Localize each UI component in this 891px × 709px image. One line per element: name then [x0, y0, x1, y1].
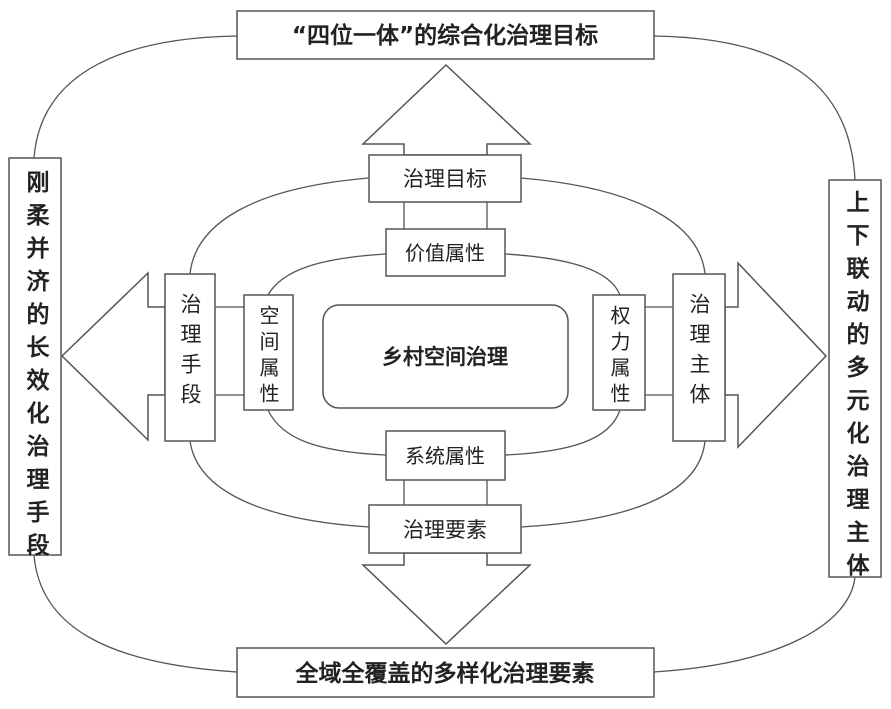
- text-center: 乡村空间治理: [382, 345, 508, 369]
- text-right-subjects: 上下联动的多元化治理主体: [842, 190, 870, 586]
- connector-lines: [215, 202, 673, 505]
- text-top-goal: “四位一体”的综合化治理目标: [292, 22, 598, 49]
- box-spatial-attribute: [243, 294, 294, 411]
- text-system-attribute: 系统属性: [405, 444, 485, 468]
- middle-ring: [189, 177, 706, 528]
- text-value-attribute: 价值属性: [405, 241, 485, 265]
- box-governance-subjects: [672, 273, 726, 442]
- box-governance-goal: [368, 154, 522, 203]
- text-bottom-elements: 全域全覆盖的多样化治理要素: [295, 660, 595, 687]
- outer-ring: [33, 35, 856, 673]
- text-governance-subjects: 治理主体: [687, 293, 711, 413]
- box-governance-elements: [368, 504, 522, 554]
- box-center: [322, 304, 569, 409]
- box-system-attribute: [385, 430, 506, 481]
- inner-ring: [267, 253, 621, 456]
- box-right-subjects: [828, 179, 882, 578]
- text-governance-elements: 治理要素: [403, 518, 487, 542]
- arrow-up: [361, 63, 532, 156]
- text-governance-goal: 治理目标: [403, 167, 487, 191]
- text-left-means: 刚柔并济的长效化治理手段: [22, 170, 50, 566]
- arrow-right: [724, 261, 828, 449]
- box-power-attribute: [592, 294, 646, 411]
- arrow-down: [361, 552, 532, 646]
- box-bottom-elements: [236, 647, 655, 698]
- box-value-attribute: [385, 228, 506, 277]
- text-power-attribute: 权力属性: [607, 305, 631, 409]
- text-spatial-attribute: 空间属性: [256, 305, 280, 409]
- box-top-goal: [236, 10, 655, 60]
- box-governance-means: [164, 273, 216, 442]
- text-governance-means: 治理手段: [178, 293, 202, 413]
- box-left-means: [8, 157, 62, 556]
- arrow-left: [60, 271, 166, 442]
